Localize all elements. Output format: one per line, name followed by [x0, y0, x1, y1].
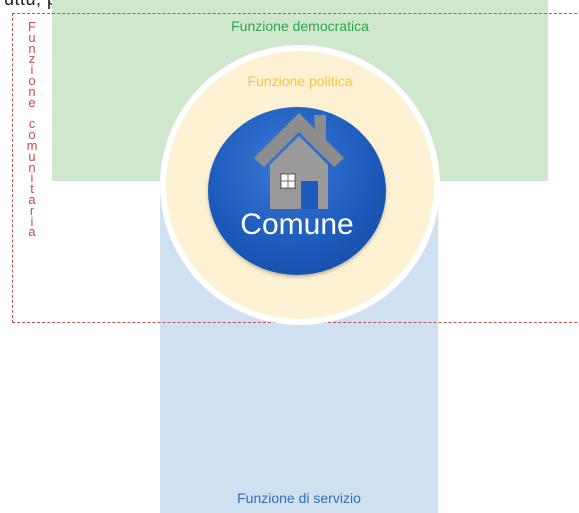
community-label-letter: z [28, 51, 36, 67]
community-label-letter: c [28, 116, 36, 132]
community-label-letter: n [28, 159, 36, 175]
community-label-letter: u [28, 29, 36, 45]
community-label-letter: a [28, 191, 36, 207]
community-label-letter: n [28, 83, 36, 99]
community-label-letter: o [28, 72, 36, 88]
community-label-letter: i [30, 170, 34, 186]
community-label-letter: a [28, 224, 36, 240]
comune-label: Comune [240, 208, 354, 241]
service-function-label: Funzione di servizio [237, 490, 361, 506]
community-label-letter: i [30, 62, 34, 78]
community-label-letter: r [29, 202, 35, 218]
community-label-letter: n [28, 40, 36, 56]
community-label-letter: u [28, 148, 36, 164]
political-function-label: Funzione politica [247, 73, 353, 89]
community-label-letter: e [28, 94, 36, 110]
community-label-letter: i [30, 213, 34, 229]
community-label-letter: F [28, 19, 36, 34]
community-label-letter: o [28, 127, 36, 143]
democratic-function-label: Funzione democratica [231, 18, 369, 34]
community-label-letter: m [26, 137, 38, 153]
community-label-letter: t [30, 181, 34, 197]
house-icon [254, 113, 344, 209]
